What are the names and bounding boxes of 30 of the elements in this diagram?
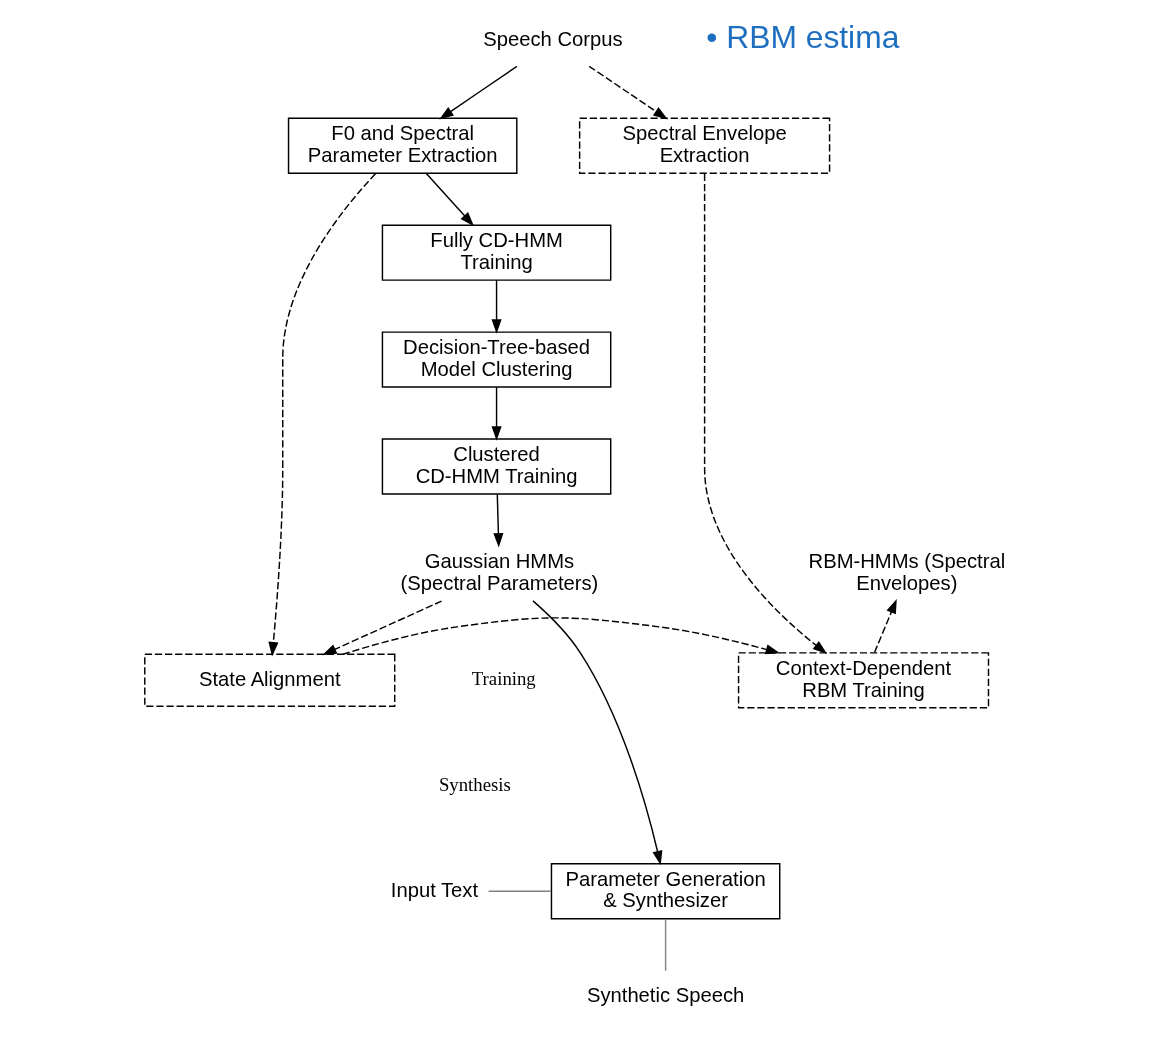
arrow: [425, 172, 475, 227]
node-text: Speech Corpus: [483, 27, 623, 50]
label: • RBM estima: [706, 19, 900, 56]
label: Training: [471, 668, 536, 690]
arrow: [268, 173, 377, 657]
node-box: Parameter Generation & Synthesizer: [550, 863, 781, 920]
arrow: [322, 600, 443, 656]
node-box: F0 and Spectral Parameter Extraction: [287, 117, 518, 174]
node-text: Input Text: [390, 878, 479, 901]
arrow: [873, 599, 897, 653]
label: Synthesis: [438, 773, 511, 795]
connector: [664, 918, 667, 972]
node-text: Gaussian HMMs (Spectral Parameters): [400, 549, 599, 594]
node-box: Context-Dependent RBM Training: [737, 652, 990, 709]
arrow: [703, 173, 828, 654]
node-box: Spectral Envelope Extraction: [578, 117, 831, 174]
arrow: [342, 617, 781, 655]
node-box: Clustered CD-HMM Training: [381, 438, 612, 495]
connector: [487, 890, 552, 892]
node-box: State Alignment: [144, 653, 396, 708]
arrow: [491, 386, 502, 441]
node-box: Fully CD-HMM Training: [381, 224, 612, 281]
arrow: [588, 65, 668, 120]
node-text: Synthetic Speech: [586, 984, 745, 1007]
node-text: RBM-HMMs (Spectral Envelopes): [808, 549, 1006, 594]
arrow: [532, 600, 663, 866]
node-box: Decision-Tree-based Model Clustering: [381, 331, 612, 388]
arrow: [491, 279, 502, 334]
arrow: [493, 493, 504, 548]
arrow: [439, 65, 518, 120]
